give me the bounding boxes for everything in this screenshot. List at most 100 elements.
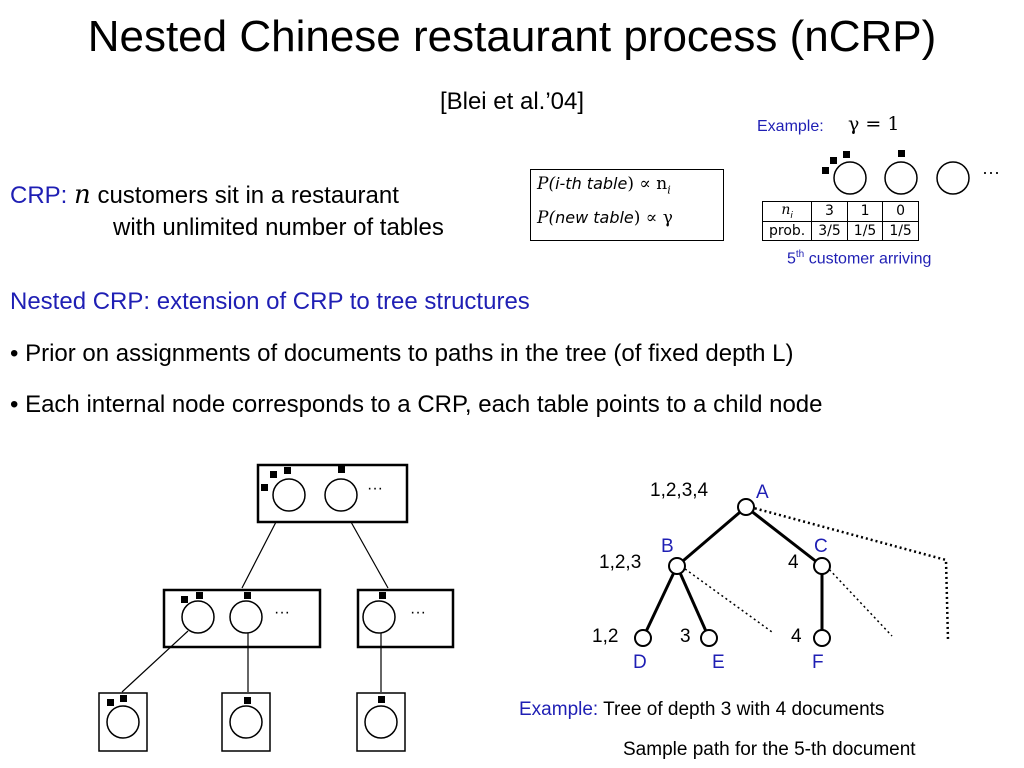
customer-marker <box>284 467 291 474</box>
crp-example-label: Example: <box>757 118 824 135</box>
bullet-2: • Each internal node corresponds to a CR… <box>10 391 823 418</box>
tree-node-B <box>668 557 686 575</box>
table-cell: prob. <box>761 220 813 241</box>
tree-edge-A-C <box>745 505 823 568</box>
customer-marker <box>196 592 203 599</box>
tree-edge <box>121 630 189 693</box>
citation: [Blei et al.’04] <box>439 88 585 115</box>
formula-2-term: new table <box>555 208 634 227</box>
table-cell: 1/5 <box>882 220 919 241</box>
crp-example-table: ni 3 1 0 prob. 3/5 1/5 1/5 <box>761 201 919 241</box>
tree-example-caption: Example: Tree of depth 3 with 4 document… <box>519 699 884 721</box>
formula-1-suffix: ) ∝ n <box>627 174 668 194</box>
node-E-docs: 3 <box>680 626 691 647</box>
leaf1-table <box>106 705 140 739</box>
nested-crp-heading: Nested CRP: extension of CRP to tree str… <box>10 288 530 315</box>
customer-marker <box>244 592 251 599</box>
formula-line-1: P(i-th table) ∝ ni <box>537 174 671 196</box>
customer-marker <box>898 150 905 157</box>
crp-var-n: n <box>74 180 91 210</box>
tree-edge <box>241 521 277 589</box>
formula-2-suffix: ) ∝ γ <box>633 208 673 228</box>
example-ellipsis: ··· <box>982 162 1000 182</box>
child1-ellipsis: ··· <box>274 604 290 621</box>
customer-marker <box>843 151 850 158</box>
node-B-docs: 1,2,3 <box>599 552 642 573</box>
node-F-name: F <box>812 652 824 673</box>
table-cell: 0 <box>882 201 919 222</box>
tree-node-D <box>634 629 652 647</box>
customer-marker <box>338 466 345 473</box>
root-table-2 <box>324 478 358 512</box>
node-D-docs: 1,2 <box>592 626 619 647</box>
root-table-1 <box>272 478 306 512</box>
customer-marker <box>379 592 386 599</box>
tree-example-text: Tree of depth 3 with 4 documents <box>603 699 885 720</box>
caption-num: 5 <box>787 250 796 268</box>
example-table-2 <box>884 161 918 195</box>
tree-edge-A-B <box>676 505 747 568</box>
formula-1-term: i-th table <box>555 174 628 193</box>
table-cell: ni <box>761 201 813 222</box>
example-table-3 <box>936 161 970 195</box>
formula-1-prefix: P( <box>537 174 556 194</box>
sample-path-caption: Sample path for the 5-th document <box>623 739 916 760</box>
node-D-name: D <box>633 652 647 673</box>
child2-ellipsis: ··· <box>410 604 426 621</box>
tree-node-A <box>737 498 755 516</box>
tree-edge-B-D <box>641 565 679 639</box>
formula-2-prefix: P( <box>537 208 556 228</box>
crp-formula-box: P(i-th table) ∝ ni P(new table) ∝ γ <box>530 169 724 241</box>
crp-text-1: customers sit in a restaurant <box>97 182 399 209</box>
caption-sup: th <box>795 249 805 260</box>
table-row: ni 3 1 0 <box>761 201 919 222</box>
gamma-value: γ = 1 <box>848 113 900 135</box>
table-cell: 3/5 <box>811 220 848 241</box>
leaf2-table <box>229 705 263 739</box>
tree-node-E <box>700 629 718 647</box>
customer-marker <box>107 699 114 706</box>
tree-edge <box>350 521 389 589</box>
child-restaurant-2 <box>356 588 455 649</box>
restaurant-tree-diagram <box>98 463 455 752</box>
formula-1-sub: i <box>667 183 671 197</box>
root-ellipsis: ··· <box>367 480 383 497</box>
node-E-name: E <box>712 652 725 673</box>
node-A-docs: 1,2,3,4 <box>650 480 709 501</box>
formula-line-2: P(new table) ∝ γ <box>537 208 673 228</box>
new-table-path-B <box>680 565 773 633</box>
customer-marker <box>378 696 385 703</box>
customer-marker <box>181 596 188 603</box>
node-C-docs: 4 <box>788 552 799 573</box>
slide-title: Nested Chinese restaurant process (nCRP) <box>87 12 937 61</box>
tree-example-label: Example: <box>519 699 599 720</box>
customer-marker <box>261 484 268 491</box>
table-cell: 1 <box>846 201 884 222</box>
node-A-name: A <box>756 482 769 503</box>
child2-table-1 <box>362 600 396 634</box>
tree-node-F <box>813 629 831 647</box>
customer-marker <box>120 695 127 702</box>
customer-arriving-caption: 5th customer arriving <box>787 249 931 268</box>
table-cell: 1/5 <box>846 220 884 241</box>
new-table-path-C <box>825 565 893 637</box>
table-row: prob. 3/5 1/5 1/5 <box>761 220 919 241</box>
node-B-name: B <box>661 536 674 557</box>
customer-marker <box>830 157 837 164</box>
tree-node-C <box>813 557 831 575</box>
crp-label: CRP: <box>10 182 68 209</box>
node-C-name: C <box>814 536 828 557</box>
bullet-1: • Prior on assignments of documents to p… <box>10 340 794 367</box>
node-F-docs: 4 <box>791 626 802 647</box>
crp-line-1: CRP: n customers sit in a restaurant <box>10 180 399 210</box>
leaf3-table <box>364 705 398 739</box>
new-table-path-A <box>749 505 950 641</box>
tree-edge-B-E <box>675 565 711 639</box>
crp-text-2: with unlimited number of tables <box>113 214 444 241</box>
child1-table-2 <box>229 600 263 634</box>
path-tree-diagram <box>634 498 950 647</box>
caption-text: customer arriving <box>804 250 932 268</box>
example-table-1 <box>833 161 867 195</box>
table-cell: 3 <box>811 201 848 222</box>
crp-example-tables <box>822 150 970 195</box>
